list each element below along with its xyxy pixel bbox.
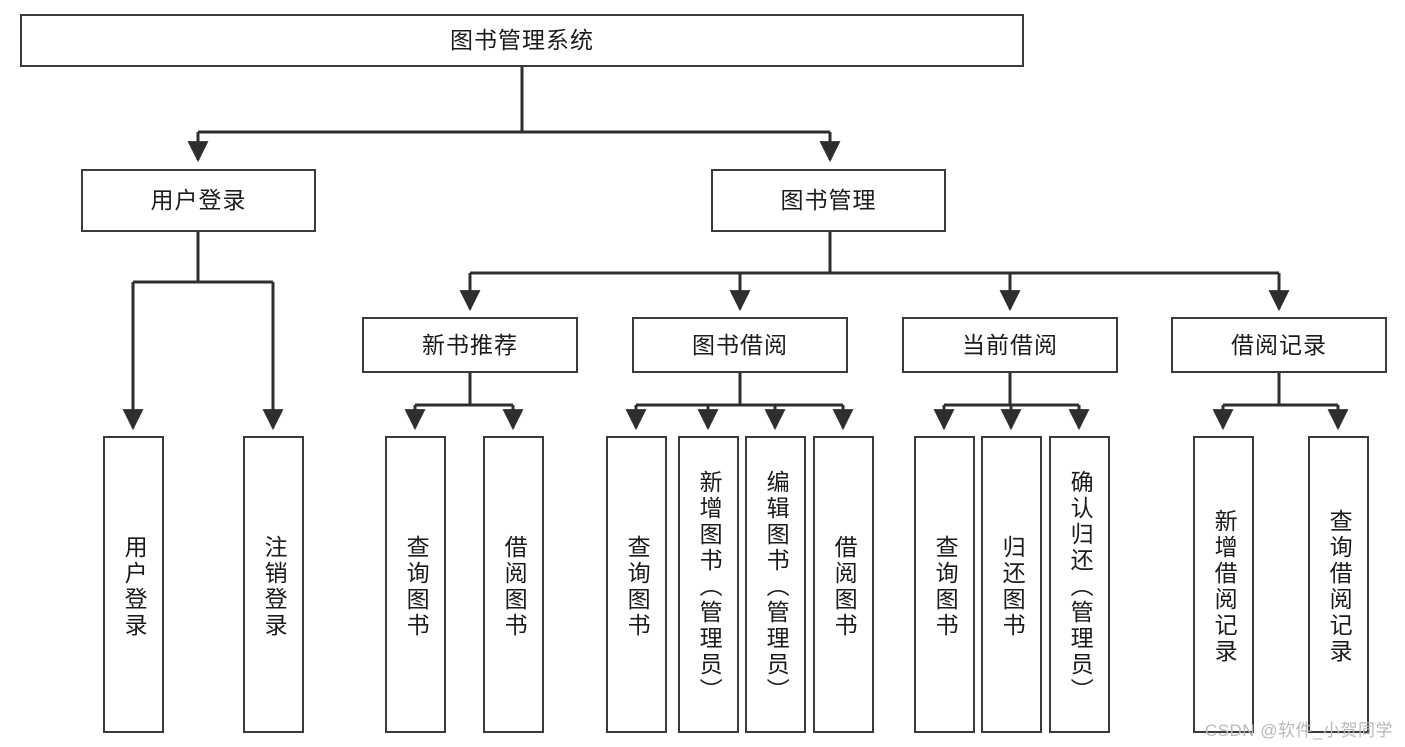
node-label: 确认归还（管理员） — [1067, 469, 1094, 704]
leaf-book-borrow-edit[interactable]: 编辑图书（管理员） — [745, 436, 806, 733]
leaf-current-borrow-return[interactable]: 归还图书 — [981, 436, 1042, 733]
node-label: 当前借阅 — [962, 331, 1058, 358]
node-new-book-recommend[interactable]: 新书推荐 — [362, 317, 578, 373]
node-label: 图书管理系统 — [450, 27, 594, 53]
watermark: CSDN @软件_小贺同学 — [1204, 721, 1393, 740]
leaf-current-borrow-query[interactable]: 查询图书 — [914, 436, 975, 733]
node-label: 借阅记录 — [1231, 331, 1327, 358]
leaf-current-borrow-confirm-return[interactable]: 确认归还（管理员） — [1049, 436, 1110, 733]
leaf-new-book-borrow[interactable]: 借阅图书 — [483, 436, 544, 733]
node-label: 借阅图书 — [501, 534, 528, 639]
node-label: 编辑图书（管理员） — [763, 469, 790, 704]
node-label: 图书管理 — [780, 187, 877, 213]
node-book-management[interactable]: 图书管理 — [711, 169, 946, 232]
node-book-management-system[interactable]: 图书管理系统 — [20, 14, 1024, 67]
node-label: 用户登录 — [121, 534, 148, 639]
leaf-new-book-query[interactable]: 查询图书 — [385, 436, 446, 733]
leaf-user-login-logout[interactable]: 注销登录 — [243, 436, 304, 733]
leaf-book-borrow-borrow[interactable]: 借阅图书 — [813, 436, 874, 733]
node-label: 归还图书 — [999, 534, 1026, 639]
node-label: 查询借阅记录 — [1326, 508, 1353, 665]
node-user-login[interactable]: 用户登录 — [81, 169, 316, 232]
leaf-user-login-login[interactable]: 用户登录 — [103, 436, 164, 733]
leaf-borrow-record-query[interactable]: 查询借阅记录 — [1308, 436, 1369, 733]
leaf-book-borrow-add[interactable]: 新增图书（管理员） — [678, 436, 739, 733]
node-label: 新书推荐 — [422, 331, 518, 358]
node-label: 新增图书（管理员） — [696, 469, 723, 704]
node-label: 查询图书 — [624, 534, 651, 639]
node-label: 注销登录 — [261, 534, 288, 639]
leaf-borrow-record-add[interactable]: 新增借阅记录 — [1193, 436, 1254, 733]
node-label: 查询图书 — [932, 534, 959, 639]
node-borrow-record[interactable]: 借阅记录 — [1171, 317, 1387, 373]
node-book-borrow[interactable]: 图书借阅 — [632, 317, 848, 373]
node-label: 新增借阅记录 — [1211, 508, 1238, 665]
node-current-borrow[interactable]: 当前借阅 — [902, 317, 1118, 373]
leaf-book-borrow-query[interactable]: 查询图书 — [606, 436, 667, 733]
node-label: 图书借阅 — [692, 331, 788, 358]
node-label: 用户登录 — [150, 187, 247, 213]
node-label: 借阅图书 — [831, 534, 858, 639]
node-label: 查询图书 — [403, 534, 430, 639]
